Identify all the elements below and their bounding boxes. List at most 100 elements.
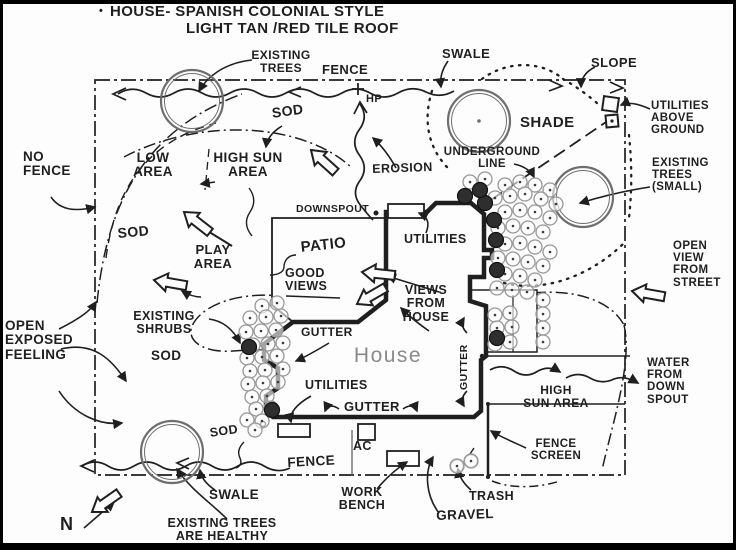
- shrub-dot: [483, 177, 487, 181]
- north-block-arrow: [90, 487, 124, 514]
- shrub-dot: [253, 428, 257, 432]
- fence-screen-lines: [486, 402, 561, 488]
- label-high-sun-area-left: HIGH SUN AREA: [213, 150, 283, 180]
- label-gutter-bottom: GUTTER: [344, 399, 400, 414]
- leader-swale-top: [434, 60, 449, 89]
- shrub-dot: [541, 312, 545, 316]
- label-erosion: EROSION: [371, 159, 433, 176]
- shrub-dot: [495, 286, 499, 290]
- shrub-dot: [248, 369, 252, 373]
- utility-square-1: [600, 94, 621, 114]
- label-ac: AC: [353, 439, 372, 453]
- leader-open-lower: [58, 390, 124, 430]
- label-title-bullet: •: [99, 5, 104, 17]
- label-no-fence: NO FENCE: [23, 149, 71, 179]
- shrub-dot: [263, 368, 267, 372]
- shrub-dot: [541, 340, 545, 344]
- shrub-dot: [275, 354, 279, 358]
- healthy-tree-bottom-left: [144, 424, 200, 480]
- leader-trees-healthy: [176, 467, 228, 520]
- label-existing-trees-are-healthy: EXISTING TREES ARE HEALTHY: [167, 516, 277, 544]
- label-swale-top: SWALE: [442, 46, 491, 61]
- shrub-dot: [495, 326, 499, 330]
- shrub-dot: [510, 288, 514, 292]
- shrub-dot: [276, 380, 280, 384]
- shrub-dot: [265, 394, 269, 398]
- label-low-area: LOW AREA: [133, 150, 173, 180]
- leader-open-upper: [58, 300, 97, 330]
- shrub-dot: [281, 341, 285, 345]
- label-downspout: DOWNSPOUT: [296, 203, 370, 215]
- leader-gravel: [423, 455, 440, 514]
- gutter-bottom-arrow-right: [402, 400, 419, 413]
- label-utilities-lower: UTILITIES: [305, 378, 368, 392]
- shrub-dot: [554, 202, 558, 206]
- shrub-dot: [518, 208, 522, 212]
- label-water-from-down-spout: WATER FROM DOWN SPOUT: [647, 357, 690, 406]
- healthy-tree-bottom-left: [139, 419, 205, 485]
- shade-tree: [446, 88, 512, 154]
- shrub-dot: [508, 194, 512, 198]
- shrub-dot: [493, 196, 497, 200]
- shrub-dot: [526, 226, 530, 230]
- label-views-from-house: VIEWS FROM HOUSE: [402, 283, 450, 324]
- shrub-dot: [523, 192, 527, 196]
- label-house: House: [353, 344, 423, 367]
- shrub-dark: [471, 181, 489, 199]
- curve-dotted-top-hump: [480, 63, 565, 81]
- block-arrow-play-area: [152, 271, 189, 294]
- shrub-dot: [254, 407, 258, 411]
- shrub-dot: [548, 216, 552, 220]
- shrub-dark: [485, 211, 503, 229]
- shrub-dot: [508, 340, 512, 344]
- underground-line-dash: [481, 117, 613, 207]
- label-underground-line: UNDERGROUND LINE: [443, 146, 541, 171]
- leader-gutter-upper: [294, 342, 330, 363]
- shrub-dot: [503, 210, 507, 214]
- block-arrow-high-sun: [182, 210, 215, 238]
- shrub-dark: [487, 231, 505, 249]
- label-hp: HP: [366, 93, 383, 105]
- shrub-dot: [493, 313, 497, 317]
- label-north-n: N: [60, 514, 74, 534]
- shrub-dot: [508, 311, 512, 315]
- shade-tree-center-dot: [477, 119, 481, 123]
- shrub-dot: [496, 256, 500, 260]
- shrub-dark: [263, 401, 281, 419]
- label-open-view-from-street: OPEN VIEW FROM STREET: [673, 240, 721, 289]
- shrub-dot: [539, 197, 543, 201]
- shrub-dot: [259, 329, 263, 333]
- shrub-dark: [488, 261, 506, 279]
- label-title-line2: LIGHT TAN /RED TILE ROOF: [186, 20, 399, 37]
- label-gravel: GRAVEL: [435, 505, 495, 523]
- views-underline: [285, 295, 341, 299]
- water-wavy-b: [565, 373, 640, 384]
- leader-open-mid: [60, 346, 127, 383]
- label-shade: SHADE: [520, 114, 575, 131]
- block-arrows: [90, 148, 667, 514]
- swale-lines: [78, 79, 640, 473]
- swale-top-wavy: [117, 87, 455, 98]
- shrub-dot: [468, 180, 472, 184]
- curve-dotted-top-right: [561, 77, 600, 106]
- shrub-dot: [518, 241, 522, 245]
- utilities-box-lower: [277, 423, 311, 438]
- shrub-dot: [279, 314, 283, 318]
- label-work-bench: WORK BENCH: [338, 485, 386, 513]
- leader-existing-trees-top: [198, 59, 253, 93]
- shrub-dot: [274, 328, 278, 332]
- swale-bottom-arrow-mid: [174, 457, 190, 470]
- block-arrow-views-2: [355, 282, 390, 307]
- label-utilities-top: UTILITIES: [404, 232, 467, 246]
- shrub-dot: [245, 356, 249, 360]
- erosion-wavy: [353, 103, 374, 221]
- curve-low-area-dashed: [105, 122, 217, 259]
- curve-dotted-shade-left: [426, 89, 453, 173]
- leader-no-fence: [50, 196, 97, 215]
- sod-bottom-squiggle: [235, 441, 245, 469]
- label-high-sun-area-right: HIGH SUN AREA: [523, 383, 589, 410]
- ac-unit: [357, 423, 376, 441]
- water-wavy-a: [489, 362, 562, 376]
